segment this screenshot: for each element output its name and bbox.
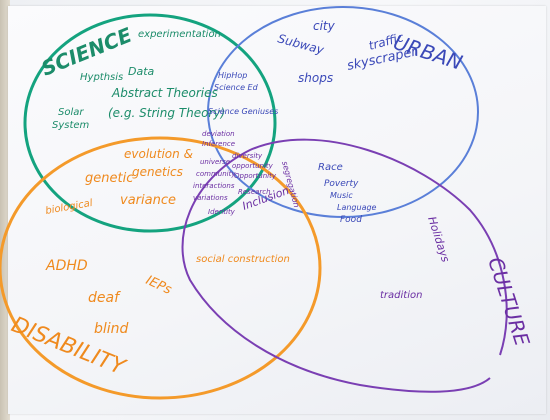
solar-label: Solar: [58, 107, 84, 118]
race-label: Race: [318, 162, 343, 173]
genetics-label: genetics: [132, 165, 183, 179]
social-construction-label: social construction: [196, 254, 290, 265]
holidays-label: Holidays: [425, 215, 452, 264]
inference-label: Inference: [202, 140, 235, 148]
adhd-label: ADHD: [45, 258, 88, 274]
urban-circle: [207, 6, 479, 218]
food-label: Food: [340, 215, 362, 225]
city-label: city: [313, 19, 336, 33]
blind-label: blind: [94, 321, 129, 337]
variance-label: variance: [120, 193, 176, 208]
music-label: Music: [330, 191, 353, 200]
interactions-label: interactions: [193, 182, 235, 190]
science-ed-label: Science Ed: [214, 83, 259, 92]
abstract-theories-label: Abstract Theories: [111, 86, 218, 100]
opportunity2-label: Opportunity: [234, 172, 277, 180]
poster-paper: [8, 6, 546, 414]
identity-label: Identity: [208, 208, 236, 216]
deaf-label: deaf: [88, 290, 121, 306]
variations-label: variations: [193, 194, 228, 202]
deviation-label: deviation: [202, 130, 235, 138]
hiphop-label: HipHop: [218, 71, 247, 80]
universe-label: universe: [200, 158, 230, 166]
culture-circle: [181, 138, 508, 393]
disability-circle: [0, 136, 322, 400]
research-label: Research: [238, 188, 271, 196]
diversity-label: diversity: [232, 152, 263, 160]
culture-title: CULTURE: [483, 254, 534, 349]
table-edge: [0, 0, 10, 420]
poverty-label: Poverty: [324, 179, 359, 189]
language-label: Language: [337, 203, 377, 212]
hypothesis-label: Hypthsis: [80, 72, 123, 83]
experimentation-label: experimentation: [138, 29, 221, 40]
evolution-label: evolution &: [124, 147, 193, 161]
shops-label: shops: [298, 71, 333, 85]
system-label: System: [52, 120, 90, 131]
ieps-label: IEPs: [143, 273, 174, 298]
science-circle: [23, 13, 277, 233]
string-theory-label: (e.g. String Theory): [108, 106, 225, 120]
science-geniuses-label: Science Geniuses: [208, 107, 278, 116]
community-label: community: [196, 170, 236, 178]
genetic-label: genetic: [85, 171, 133, 186]
tradition-label: tradition: [380, 290, 422, 301]
data-label: Data: [128, 65, 155, 78]
subway-label: Subway: [276, 31, 326, 57]
opportunity-label: opportunity: [232, 162, 274, 170]
biological-label: biological: [45, 198, 94, 217]
